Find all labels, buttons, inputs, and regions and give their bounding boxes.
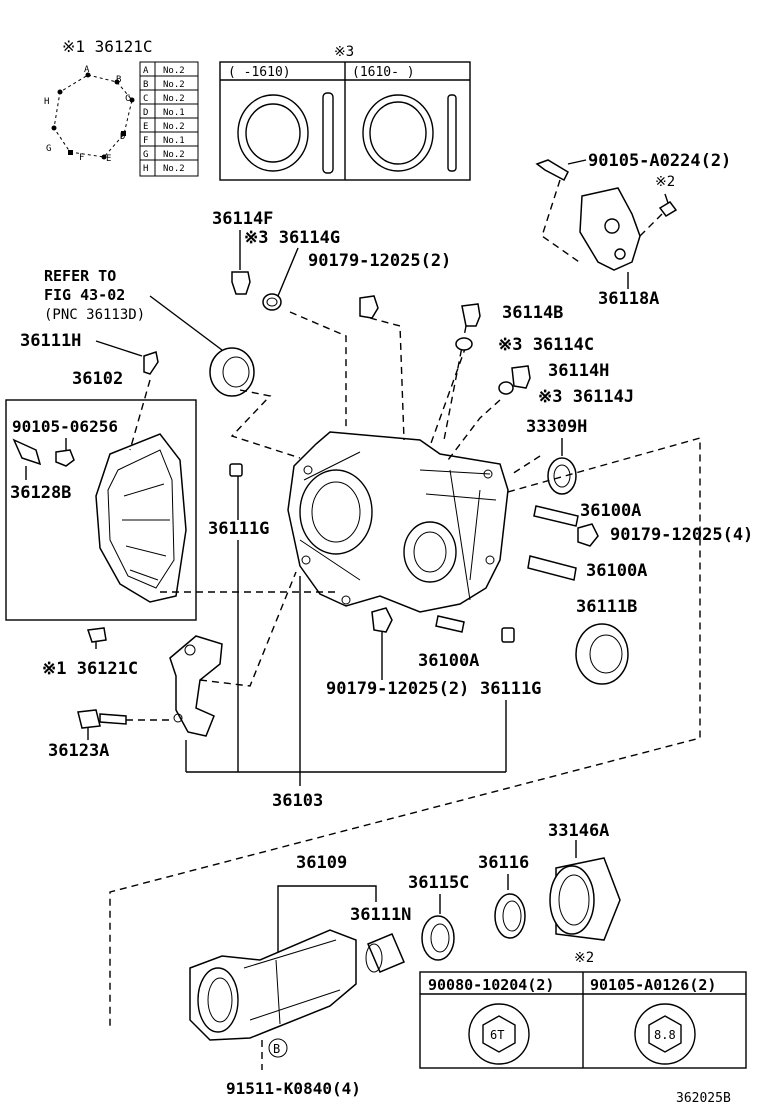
table-key: G — [143, 150, 148, 160]
bolt-1-label: 90080-10204(2) — [428, 976, 554, 994]
label-90179-12025-2b: 90179-12025(2) — [326, 679, 469, 699]
label-33146a: 33146A — [548, 821, 609, 841]
rear-cover — [95, 433, 187, 603]
bolt-pattern-outline — [53, 74, 133, 158]
b-marker-circle — [268, 1038, 288, 1058]
table-value: No.2 — [163, 122, 185, 132]
label-36114b: 36114B — [502, 303, 563, 323]
extension-housing-group: 33146A 36109 36116 36115C 36111N B 91511… — [189, 821, 621, 1098]
seal-col-after: (1610- ) — [352, 65, 415, 80]
bolt-2-head-mark: 8.8 — [654, 1028, 676, 1042]
point-c: C — [125, 94, 130, 104]
table-value: No.2 — [163, 66, 185, 76]
point-b: B — [116, 75, 121, 85]
cover-36102-group: 36102 90105-06256 36128B — [5, 369, 197, 621]
label-33309h: 33309H — [526, 417, 587, 437]
cover-box — [5, 399, 197, 621]
point-h: H — [44, 97, 49, 107]
table-key: B — [143, 80, 148, 90]
point-g: G — [46, 144, 51, 154]
label-36118a: 36118A — [598, 289, 659, 309]
label-90179-12025-4: 90179-12025(4) — [610, 525, 753, 545]
refer-line-2: FIG 43-02 — [44, 286, 125, 304]
note-2-bottom: ※2 — [574, 950, 594, 966]
lower-left-callouts: ※1 36121C 36123A — [42, 571, 297, 761]
note-2-top: ※2 — [655, 174, 675, 190]
label-36102: 36102 — [72, 369, 123, 389]
label-36100a-1: 36100A — [580, 501, 641, 521]
table-key: E — [143, 122, 148, 132]
extension-housing-36109 — [189, 929, 357, 1041]
bolt-1-head-mark: 6T — [490, 1028, 504, 1042]
table-value: No.2 — [163, 94, 185, 104]
inset-36121c-table: A No.2 B No.2 C No.2 D No.1 E No.2 F No.… — [139, 61, 199, 177]
bolt-2-label: 90105-A0126(2) — [590, 976, 716, 994]
label-36114c: ※3 36114C — [498, 335, 594, 355]
seal-col-before: ( -1610) — [228, 65, 291, 80]
refer-line-3: (PNC 36113D) — [44, 307, 145, 323]
table-value: No.1 — [163, 108, 185, 118]
point-d: D — [120, 132, 125, 142]
table-value: No.2 — [163, 80, 185, 90]
table-value: No.1 — [163, 136, 185, 146]
label-36100a-2: 36100A — [586, 561, 647, 581]
table-key: F — [143, 136, 148, 146]
label-36121c: ※1 36121C — [42, 659, 138, 679]
right-callouts: 36114B ※3 36114C 36114H ※3 36114J 33309H… — [208, 303, 753, 699]
table-key: D — [143, 108, 148, 118]
label-90105-a0224: 90105-A0224(2) — [588, 151, 731, 171]
bracket-36123a — [169, 635, 223, 737]
bolt-pattern-points: A B C D E F G H — [44, 65, 130, 164]
label-36116: 36116 — [478, 853, 529, 873]
table-key: A — [143, 66, 149, 76]
label-36115c: 36115C — [408, 873, 469, 893]
refer-line-1: REFER TO — [44, 267, 116, 285]
label-91511-k0840: 91511-K0840(4) — [226, 1079, 361, 1098]
label-36111b: 36111B — [576, 597, 637, 617]
label-36109: 36109 — [296, 853, 347, 873]
extension-housing-leader — [109, 437, 701, 1030]
label-36111n: 36111N — [350, 905, 411, 925]
inset-36121c: ※1 36121C A B C D E F G H — [44, 37, 199, 177]
inset-36121c-title: ※1 36121C — [62, 37, 152, 56]
transfer-housing-36103 — [160, 311, 541, 613]
table-value: No.2 — [163, 150, 185, 160]
point-f: F — [79, 153, 84, 163]
diagram-code: 362025B — [676, 1091, 731, 1106]
label-36111g-2: 36111G — [480, 679, 541, 699]
table-key: H — [143, 164, 148, 174]
label-36111g-1: 36111G — [208, 519, 269, 539]
label-36103: 36103 — [272, 791, 323, 811]
point-e: E — [106, 154, 111, 164]
label-36123a: 36123A — [48, 741, 109, 761]
label-36111h: 36111H — [20, 331, 81, 351]
leader-tree-36103: 36103 — [185, 540, 507, 811]
label-36100a-3: 36100A — [418, 651, 479, 671]
bolt-grade-table: ※2 90080-10204(2) 90105-A0126(2) 6T 8.8 — [419, 950, 747, 1069]
table-value: No.2 — [163, 164, 185, 174]
upper-left-callouts: 36114F ※3 36114G 90179-12025(2) REFER TO… — [20, 209, 451, 397]
label-90105-06256: 90105-06256 — [12, 417, 118, 436]
point-a: A — [84, 65, 90, 75]
inset-seal-variants: ※3 ( -1610) (1610- ) — [219, 44, 471, 181]
label-90179-12025-top: 90179-12025(2) — [308, 251, 451, 271]
bracket-36118a: 90105-A0224(2) ※2 36118A — [535, 151, 731, 309]
label-36114f: 36114F — [212, 209, 273, 229]
label-36114h: 36114H — [548, 361, 609, 381]
inset-seal-title: ※3 — [334, 44, 354, 60]
label-36114j: ※3 36114J — [538, 387, 634, 407]
label-36114g: ※3 36114G — [244, 228, 340, 248]
b-marker-label: B — [273, 1042, 280, 1056]
label-36128b: 36128B — [10, 483, 71, 503]
table-key: C — [143, 94, 148, 104]
